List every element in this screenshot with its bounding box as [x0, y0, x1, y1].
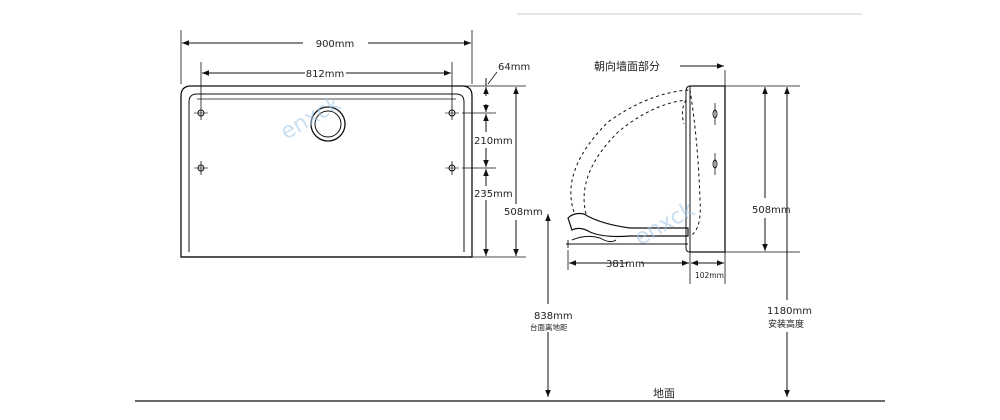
liner-dispenser-icon	[310, 106, 346, 142]
mounting-hole-icon	[445, 106, 459, 120]
wall-side-label: 朝向墙面部分	[594, 59, 660, 73]
front-width-label: 900mm	[316, 39, 355, 50]
swing-arc-inner	[583, 99, 687, 215]
front-dimension-lines	[182, 40, 519, 256]
table-height-caption: 台面离地距	[530, 322, 568, 332]
side-dimension-lines	[545, 63, 790, 397]
front-inner-width-label: 812mm	[306, 69, 345, 80]
ground-label: 地面	[653, 387, 675, 400]
closed-bed-outline	[689, 89, 701, 237]
wall-mount-block	[690, 85, 726, 253]
mounting-hole-icon	[194, 161, 208, 175]
front-view	[180, 30, 526, 258]
front-height-label: 508mm	[504, 207, 543, 218]
open-changing-bed	[567, 212, 689, 238]
mounting-hole-icon	[445, 161, 459, 175]
side-view	[566, 70, 800, 284]
side-height-label: 508mm	[752, 205, 791, 216]
bed-support-curve	[571, 235, 617, 243]
front-inner-inset	[188, 93, 465, 252]
side-mount-hole-icon	[712, 153, 718, 175]
depth-label: 381mm	[606, 259, 645, 270]
thickness-label: 102mm	[695, 271, 724, 280]
watermark-logo: enxck	[631, 197, 700, 251]
table-height-label: 838mm	[534, 311, 573, 322]
hole-spacing-label: 210mm	[474, 136, 513, 147]
mounting-hole-icon	[194, 106, 208, 120]
install-height-caption: 安装高度	[768, 318, 804, 330]
bottom-offset-label: 235mm	[474, 189, 513, 200]
wall-mount-edge	[685, 85, 691, 253]
install-height-label: 1180mm	[767, 306, 812, 317]
swing-arc-outer	[570, 89, 691, 213]
side-mount-hole-icon	[712, 103, 718, 125]
top-offset-label: 64mm	[498, 62, 530, 73]
